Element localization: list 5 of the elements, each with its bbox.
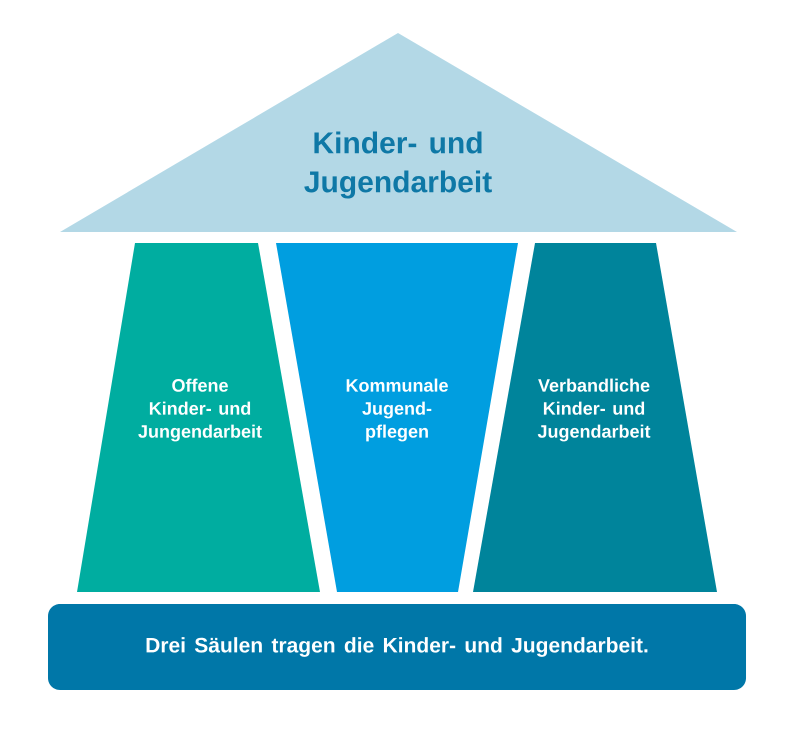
roof-triangle: Kinder- und Jugendarbeit bbox=[60, 33, 738, 232]
base-bar: Drei Säulen tragen die Kinder- und Jugendarbeit. bbox=[48, 604, 746, 690]
pillar-trapezoid: Kommunale Jugend-pflegen bbox=[276, 243, 518, 592]
pillar-trapezoid: Verbandliche Kinder- und Jugendarbeit bbox=[473, 243, 718, 592]
pillar-trapezoid: Offene Kinder- und Jungendarbeit bbox=[77, 243, 320, 592]
